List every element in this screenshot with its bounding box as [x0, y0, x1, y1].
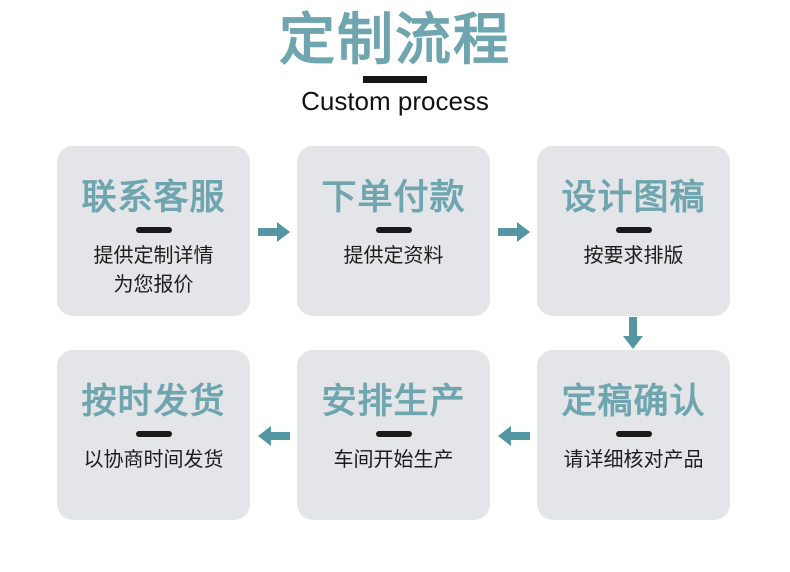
step-description: 请详细核对产品 — [563, 448, 704, 471]
step-description: 按要求排版 — [583, 244, 684, 267]
page-header: 定制流程 Custom process — [0, 0, 790, 116]
step-heading: 联系客服 — [81, 177, 226, 217]
step-divider — [135, 226, 172, 233]
step-card-contact-service: 联系客服 提供定制详情 为您报价 — [57, 145, 250, 316]
step-description: 车间开始生产 — [333, 448, 454, 471]
step-divider — [615, 226, 652, 233]
arrow-right-icon — [497, 221, 530, 242]
flow-connector — [250, 350, 297, 520]
step-card-final-draft-confirm: 定稿确认 请详细核对产品 — [537, 349, 730, 520]
page-title: 定制流程 — [279, 8, 511, 71]
step-heading: 按时发货 — [81, 381, 226, 421]
step-description: 为您报价 — [113, 273, 194, 296]
title-underline — [363, 76, 427, 84]
step-description: 提供定制详情 — [93, 244, 214, 267]
step-divider — [135, 430, 172, 437]
page-subtitle: Custom process — [301, 86, 489, 117]
step-divider — [375, 430, 412, 437]
step-heading: 定稿确认 — [561, 381, 706, 421]
arrow-left-icon — [257, 425, 290, 446]
flow-connector — [490, 350, 537, 520]
step-card-order-payment: 下单付款 提供定资料 — [297, 145, 490, 316]
step-description: 提供定资料 — [343, 244, 444, 267]
step-card-design-draft: 设计图稿 按要求排版 — [537, 145, 730, 316]
step-card-arrange-production: 安排生产 车间开始生产 — [297, 349, 490, 520]
arrow-right-icon — [257, 221, 290, 242]
step-heading: 下单付款 — [321, 177, 466, 217]
arrow-down-icon — [623, 316, 643, 349]
step-divider — [615, 430, 652, 437]
process-row-bottom: 按时发货 以协商时间发货 安排生产 车间开始生产 — [57, 349, 733, 520]
step-heading: 设计图稿 — [561, 177, 706, 217]
process-row-top: 联系客服 提供定制详情 为您报价 下单付款 提供定资料 — [57, 145, 733, 316]
process-flow-diagram: 联系客服 提供定制详情 为您报价 下单付款 提供定资料 — [57, 145, 733, 520]
step-card-ship-on-time: 按时发货 以协商时间发货 — [57, 349, 250, 520]
flow-connector — [250, 146, 297, 316]
flow-connector — [490, 146, 537, 316]
step-heading: 安排生产 — [321, 381, 466, 421]
process-row-connector — [57, 316, 733, 350]
step-description: 以协商时间发货 — [83, 448, 224, 471]
step-divider — [375, 226, 412, 233]
arrow-left-icon — [497, 425, 530, 446]
